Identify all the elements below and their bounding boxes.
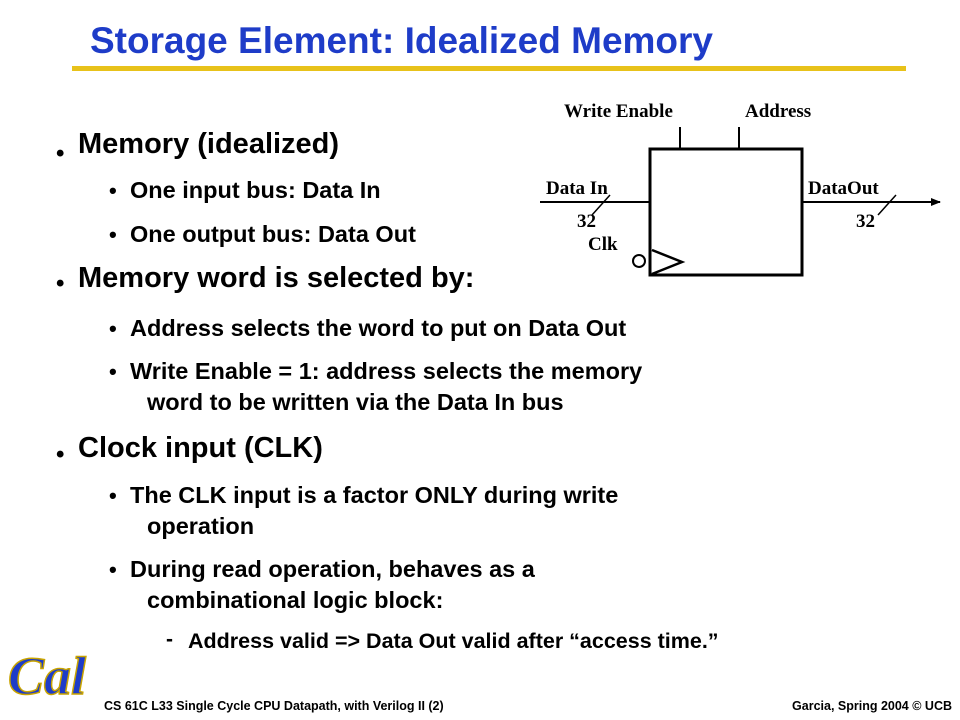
- bullet-marker: •: [109, 359, 117, 384]
- data-out-width-slash: [877, 194, 897, 216]
- data-out-label: DataOut: [808, 178, 879, 199]
- bullet-write-enable-cont: word to be written via the Data In bus: [147, 389, 564, 415]
- bullet-clk-write-cont: operation: [147, 513, 255, 539]
- bullet-address-selects: Address selects the word to put on Data …: [130, 315, 627, 341]
- clock-triangle-icon: [651, 248, 686, 276]
- memory-block: [648, 147, 804, 277]
- bullet-marker: •: [56, 441, 65, 468]
- bullet-memory-idealized: Memory (idealized): [78, 128, 340, 160]
- bullet-input-bus: One input bus: Data In: [130, 177, 381, 203]
- bullet-marker: •: [56, 270, 65, 297]
- address-label: Address: [745, 101, 811, 122]
- cal-logo-icon: Cal: [7, 645, 87, 704]
- bullet-output-bus: One output bus: Data Out: [130, 221, 416, 247]
- data-in-width-label: 32: [577, 211, 596, 232]
- bullet-clock-input: Clock input (CLK): [78, 432, 323, 464]
- footer-course: CS 61C L33 Single Cycle CPU Datapath, wi…: [104, 699, 444, 713]
- bullet-word-selected: Memory word is selected by:: [78, 262, 475, 294]
- dash-marker: -: [166, 628, 173, 651]
- bullet-write-enable: Write Enable = 1: address selects the me…: [130, 358, 643, 384]
- title-underline: [72, 66, 906, 71]
- bullet-marker: •: [109, 483, 117, 508]
- bullet-read-operation-cont: combinational logic block:: [147, 587, 444, 613]
- slide-title: Storage Element: Idealized Memory: [90, 20, 714, 61]
- bullet-marker: •: [56, 140, 65, 167]
- clk-label: Clk: [588, 234, 618, 255]
- bullet-marker: •: [109, 557, 117, 582]
- data-out-width-label: 32: [856, 211, 875, 232]
- bullet-access-time: Address valid => Data Out valid after “a…: [188, 629, 719, 653]
- data-in-width-slash: [591, 194, 611, 216]
- bullet-marker: •: [109, 222, 117, 247]
- svg-text:Cal: Cal: [8, 646, 86, 704]
- bullet-read-operation: During read operation, behaves as a: [130, 556, 535, 582]
- bullet-marker: •: [109, 178, 117, 203]
- bullet-clk-write: The CLK input is a factor ONLY during wr…: [130, 482, 619, 508]
- bullet-marker: •: [109, 316, 117, 341]
- data-in-label: Data In: [546, 178, 608, 199]
- footer-author: Garcia, Spring 2004 © UCB: [792, 699, 952, 713]
- clk-inverter-bubble: [632, 254, 646, 268]
- write-enable-label: Write Enable: [564, 101, 673, 122]
